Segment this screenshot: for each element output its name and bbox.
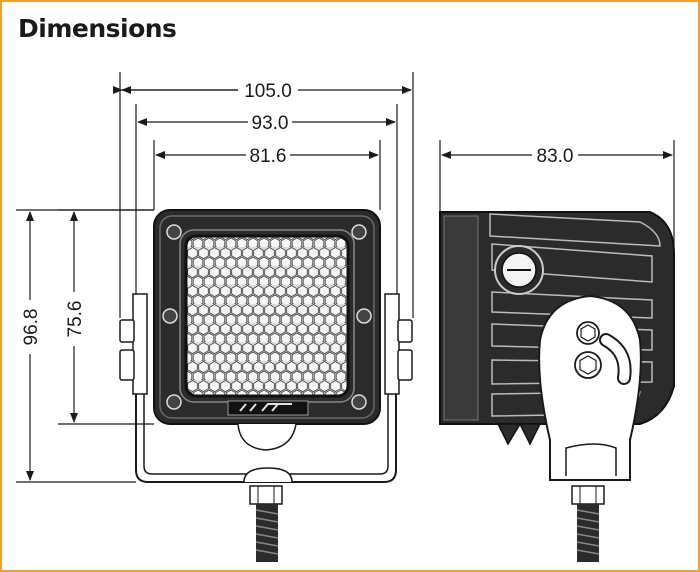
- dimension-lines: [16, 72, 675, 483]
- dim-width-lens: 81.6: [250, 146, 287, 167]
- dim-width-housing: 93.0: [252, 113, 289, 134]
- dim-depth: 83.0: [537, 146, 574, 167]
- front-view: [119, 209, 413, 562]
- dim-width-overall: 105.0: [244, 81, 292, 102]
- dim-height-overall: 96.8: [21, 309, 42, 346]
- diagram-title: Dimensions: [18, 14, 177, 43]
- front-lens: [184, 234, 350, 398]
- dim-height-housing: 75.6: [65, 301, 86, 338]
- side-view: [439, 211, 675, 562]
